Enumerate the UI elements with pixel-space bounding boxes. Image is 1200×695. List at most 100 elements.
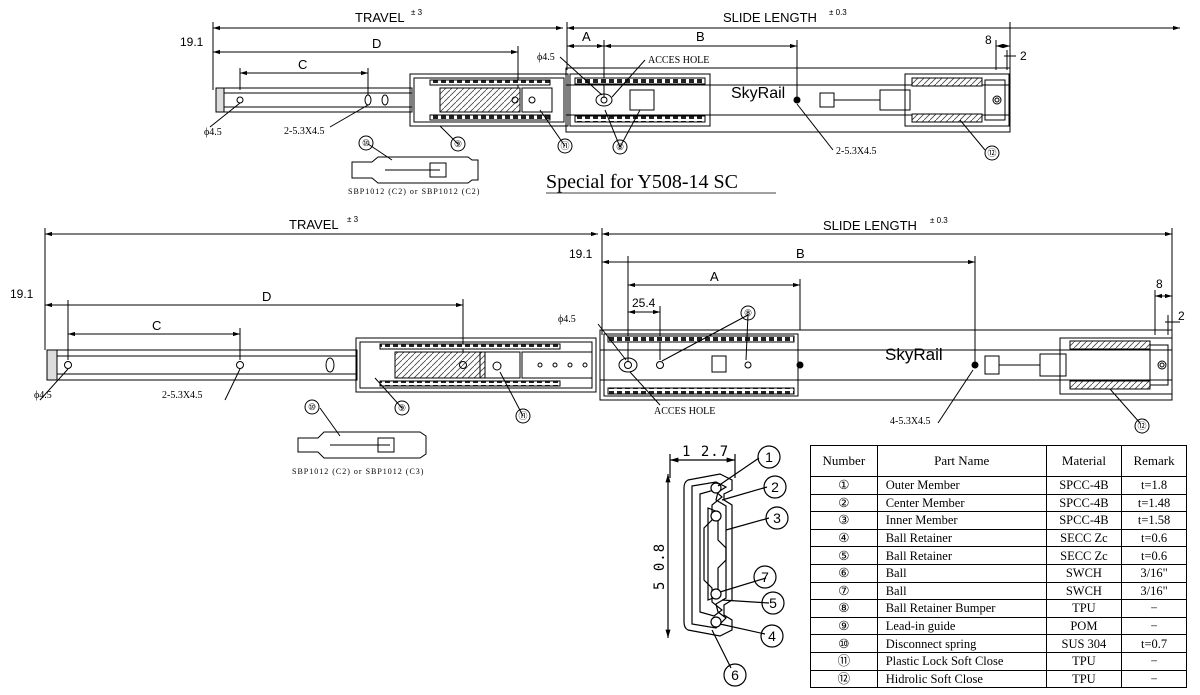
row-remark: t=1.48: [1121, 493, 1187, 513]
top-spring-spec: SBP1012 (C2) or SBP1012 (C2): [348, 187, 480, 196]
row-number: ⑫: [810, 669, 878, 689]
row-part-name: Outer Member: [876, 476, 1047, 495]
row-number: ⑧: [810, 599, 878, 618]
row-material: SWCH: [1045, 563, 1123, 583]
header-remark: Remark: [1121, 445, 1187, 477]
top-dim-19-1: 19.1: [180, 35, 204, 49]
cs-callout-5: 5: [769, 595, 777, 611]
bottom-dim-19-1-left: 19.1: [10, 287, 34, 301]
bottom-hole-spec-left: 2-5.3X4.5: [162, 390, 203, 401]
cross-section-width: 1 2.7: [682, 444, 729, 460]
top-phi45-upper: ϕ4.5: [537, 52, 555, 63]
row-number: ⑨: [810, 616, 878, 636]
top-dim-a: A: [582, 29, 591, 44]
row-material: SWCH: [1045, 581, 1123, 601]
bottom-slide-drawing: [39, 228, 1180, 459]
row-material: SECC Zc: [1045, 546, 1123, 565]
top-callout-8: ⑧: [616, 142, 624, 152]
row-material: SUS 304: [1045, 634, 1123, 653]
row-part-name: Ball: [876, 581, 1047, 601]
row-remark: −: [1121, 599, 1187, 618]
top-dim-2: 2: [1020, 49, 1027, 63]
top-dim-8: 8: [985, 33, 992, 47]
bottom-phi45-mid: ϕ4.5: [558, 314, 576, 325]
row-remark: −: [1121, 669, 1187, 689]
row-material: SECC Zc: [1045, 528, 1123, 548]
bottom-acces-hole: ACCES HOLE: [654, 406, 715, 417]
cs-callout-2: 2: [771, 479, 779, 495]
row-number: ⑪: [810, 651, 878, 671]
bottom-slide-length-label: SLIDE LENGTH: [823, 218, 917, 233]
bottom-hole-spec-right: 4-5.3X4.5: [890, 416, 931, 427]
row-remark: 3/16": [1121, 581, 1187, 601]
row-part-name: Plastic Lock Soft Close: [876, 651, 1047, 671]
row-remark: t=0.6: [1121, 546, 1187, 565]
bottom-callout-10: ⑩: [308, 402, 316, 412]
bottom-dim-19-1-mid: 19.1: [569, 247, 593, 261]
top-hole-spec-right: 2-5.3X4.5: [836, 146, 877, 157]
bottom-phi45-left: ϕ4.5: [34, 390, 52, 401]
bottom-dim-c: C: [152, 318, 161, 333]
row-material: SPCC-4B: [1045, 511, 1123, 530]
bottom-brand-label: SkyRail: [885, 345, 943, 364]
row-material: SPCC-4B: [1045, 476, 1123, 495]
cs-callout-4: 4: [768, 628, 776, 644]
top-callout-9: ⑨: [454, 139, 462, 149]
cross-section-height: 5 0.8: [652, 543, 668, 590]
row-material: TPU: [1045, 599, 1123, 618]
bottom-dim-25-4: 25.4: [632, 296, 656, 310]
row-remark: t=1.8: [1121, 476, 1187, 495]
top-hole-spec-left: 2-5.3X4.5: [284, 126, 325, 137]
top-dim-b: B: [696, 29, 705, 44]
top-dim-d: D: [372, 36, 381, 51]
bottom-travel-label: TRAVEL: [289, 217, 339, 232]
top-slide-drawing: [209, 22, 1180, 184]
row-part-name: Inner Member: [876, 511, 1047, 530]
row-remark: t=0.7: [1121, 634, 1187, 653]
top-callout-10: ⑩: [362, 138, 370, 148]
header-part-name: Part Name: [876, 445, 1047, 477]
bottom-callout-9: ⑨: [398, 403, 406, 413]
top-special-note: Special for Y508-14 SC: [546, 171, 738, 193]
top-callout-12: ⑫: [987, 148, 996, 158]
top-phi45-lower: ϕ4.5: [204, 127, 222, 138]
row-part-name: Center Member: [876, 493, 1047, 513]
header-material: Material: [1045, 445, 1123, 477]
row-number: ⑩: [810, 634, 878, 653]
bottom-callout-11: ⑪: [518, 411, 527, 421]
row-number: ⑥: [810, 563, 878, 583]
bottom-callout-8: ⑧: [744, 308, 752, 318]
top-brand-label: SkyRail: [731, 85, 785, 102]
row-number: ③: [810, 511, 878, 530]
top-travel-tol: ± 3: [411, 8, 423, 17]
cs-callout-7: 7: [761, 569, 769, 585]
cs-callout-1: 1: [765, 449, 773, 465]
row-number: ①: [810, 476, 878, 495]
top-callout-11: ⑪: [560, 141, 569, 151]
row-remark: t=0.6: [1121, 528, 1187, 548]
bottom-dim-b: B: [796, 246, 805, 261]
row-part-name: Ball Retainer: [876, 546, 1047, 565]
cross-section-view: [665, 445, 789, 687]
row-number: ⑦: [810, 581, 878, 601]
cs-callout-6: 6: [731, 667, 739, 683]
row-material: TPU: [1045, 669, 1123, 689]
cs-callout-3: 3: [773, 510, 781, 526]
row-part-name: Ball Retainer Bumper: [876, 599, 1047, 618]
row-part-name: Hidrolic Soft Close: [876, 669, 1047, 689]
row-part-name: Disconnect spring: [876, 634, 1047, 653]
row-part-name: Lead-in guide: [876, 616, 1047, 636]
